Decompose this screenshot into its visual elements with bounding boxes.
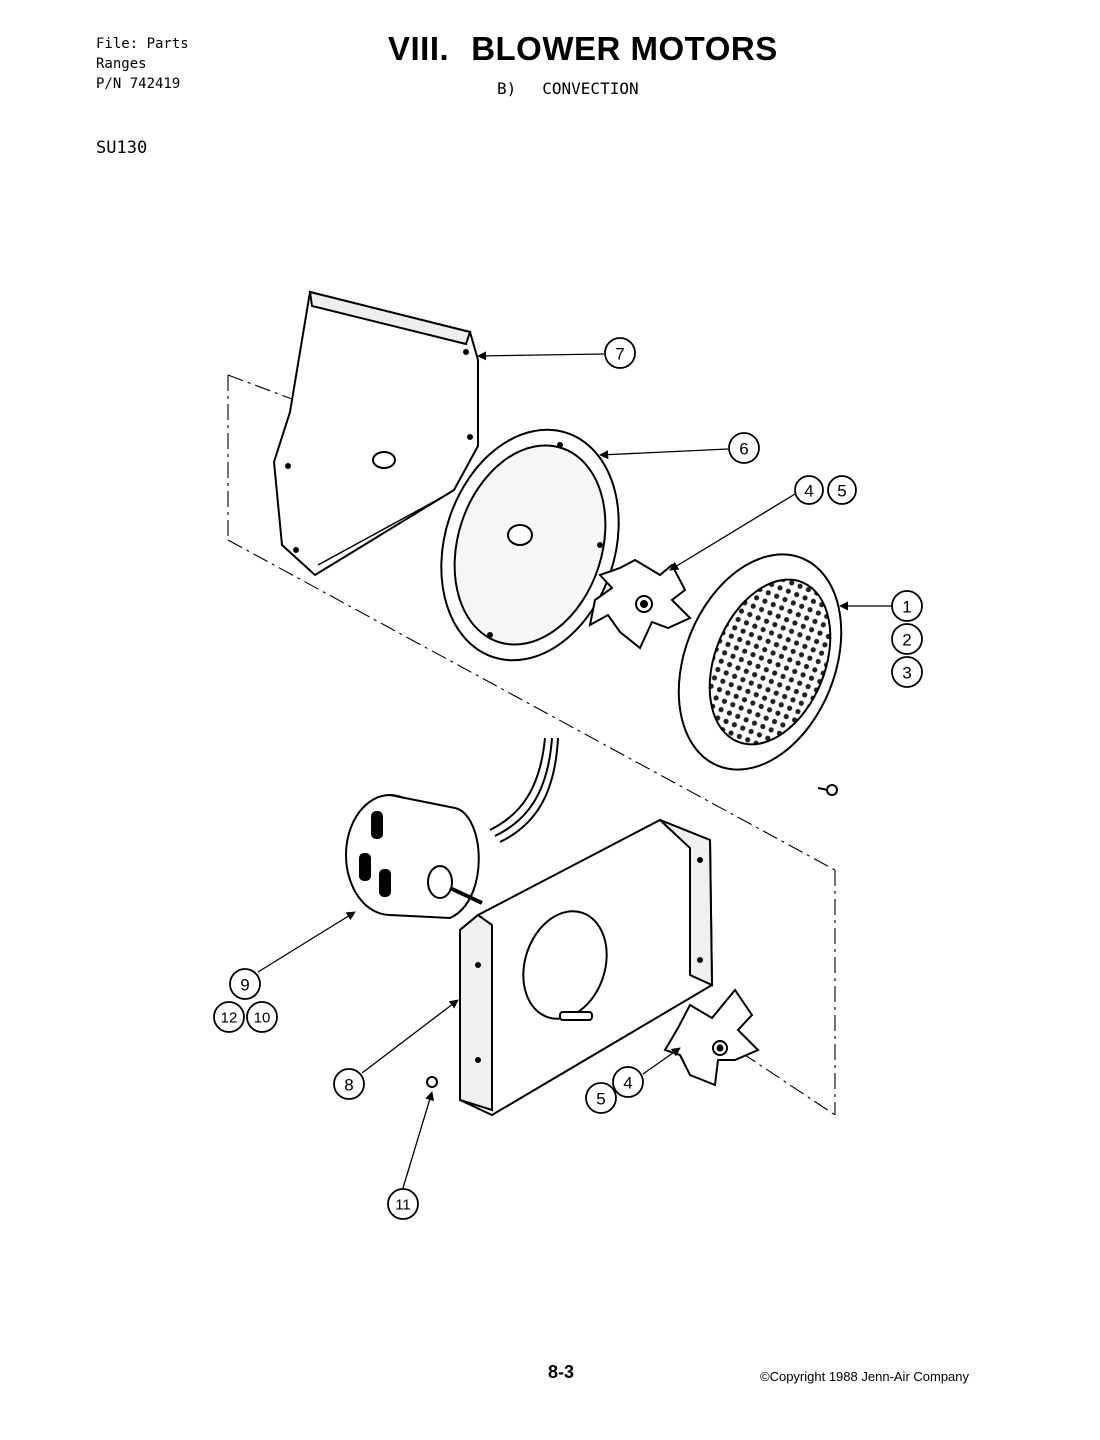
page-title: VIII. BLOWER MOTORS bbox=[388, 30, 778, 68]
svg-text:1: 1 bbox=[902, 598, 911, 617]
file-label: File: Parts bbox=[96, 36, 189, 52]
svg-text:4: 4 bbox=[623, 1074, 632, 1093]
page-number: 8-3 bbox=[548, 1362, 575, 1382]
page-subtitle: B) CONVECTION bbox=[497, 79, 639, 98]
callout-6: 6 bbox=[728, 432, 760, 464]
fan-blade-upper bbox=[588, 558, 692, 650]
motor-bracket bbox=[426, 818, 714, 1117]
fan-blade-lower bbox=[663, 988, 760, 1087]
back-plate bbox=[272, 290, 479, 577]
blower-motor bbox=[345, 737, 559, 920]
svg-text:11: 11 bbox=[395, 1197, 411, 1214]
callout-9: 9 bbox=[229, 968, 261, 1000]
callout-1: 1 bbox=[891, 590, 923, 622]
subtitle-text: CONVECTION bbox=[542, 79, 639, 98]
callout-5-lower: 5 bbox=[585, 1082, 617, 1114]
leader-lines bbox=[257, 351, 892, 1189]
svg-text:5: 5 bbox=[837, 482, 846, 501]
callout-8: 8 bbox=[333, 1068, 365, 1100]
callout-7: 7 bbox=[604, 337, 636, 369]
svg-text:10: 10 bbox=[254, 1010, 271, 1027]
svg-text:3: 3 bbox=[902, 664, 911, 683]
svg-text:2: 2 bbox=[902, 631, 911, 650]
category-label: Ranges bbox=[96, 56, 147, 72]
part-number: P/N 742419 bbox=[96, 76, 181, 92]
callout-5-upper: 5 bbox=[827, 475, 857, 505]
svg-text:4: 4 bbox=[804, 482, 813, 501]
callout-3: 3 bbox=[891, 656, 923, 688]
svg-text:12: 12 bbox=[221, 1010, 238, 1027]
callout-12: 12 bbox=[213, 1001, 245, 1033]
assembly-guide-lines bbox=[227, 374, 836, 1116]
callout-2: 2 bbox=[891, 623, 923, 655]
svg-text:9: 9 bbox=[240, 976, 249, 995]
model-number: SU130 bbox=[96, 138, 148, 158]
callout-11: 11 bbox=[387, 1188, 419, 1220]
fan-housing bbox=[440, 428, 620, 662]
file-info: File: Parts Ranges P/N 742419 bbox=[96, 34, 189, 94]
section-number: VIII. bbox=[388, 30, 450, 67]
svg-text:6: 6 bbox=[739, 440, 748, 459]
svg-text:5: 5 bbox=[596, 1090, 605, 1109]
subsection-letter: B) bbox=[497, 79, 517, 98]
svg-text:8: 8 bbox=[344, 1076, 353, 1095]
svg-text:7: 7 bbox=[615, 345, 624, 364]
copyright-notice: ©Copyright 1988 Jenn-Air Company bbox=[760, 1369, 970, 1384]
grille-assembly bbox=[677, 553, 843, 796]
callout-10: 10 bbox=[246, 1001, 278, 1033]
callout-4-lower: 4 bbox=[612, 1066, 644, 1098]
callout-4-upper: 4 bbox=[794, 475, 824, 505]
title-text: BLOWER MOTORS bbox=[471, 30, 778, 67]
